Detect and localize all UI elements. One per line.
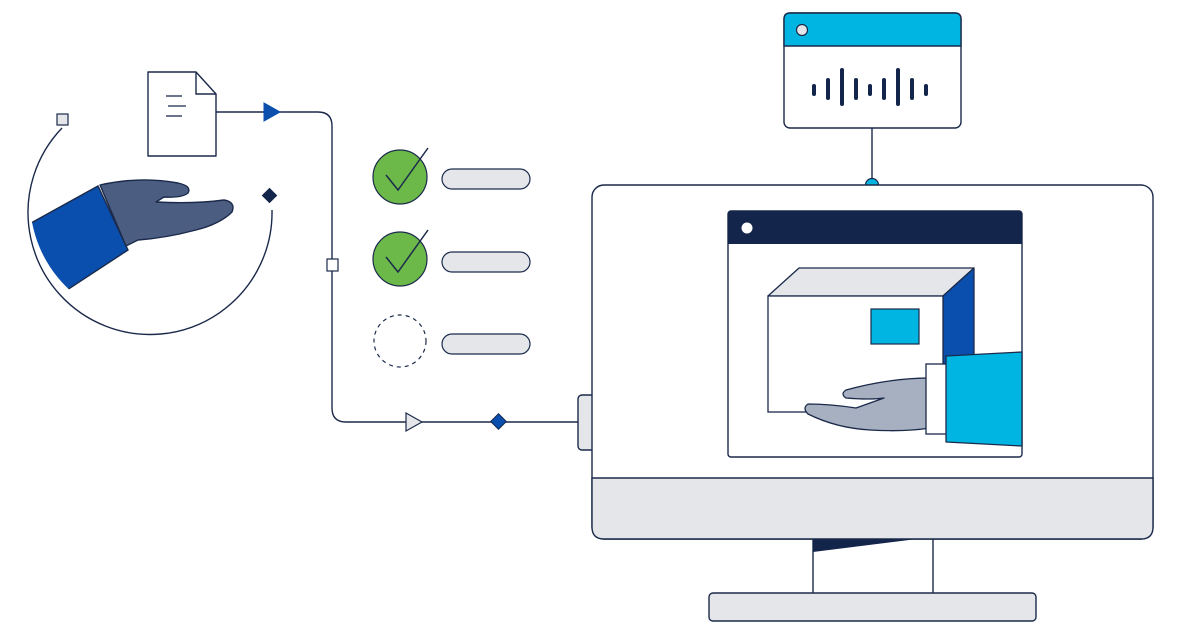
checklist-bar <box>441 168 531 190</box>
window-dot <box>741 222 753 234</box>
checklist-bar <box>441 251 531 273</box>
screen-window <box>727 210 1023 458</box>
window-dot <box>795 23 809 37</box>
checklist-item <box>372 229 531 287</box>
flow-node-diamond <box>490 413 507 430</box>
document-icon <box>147 71 217 157</box>
monitor-icon <box>577 184 1154 622</box>
flow-node-square <box>326 258 339 272</box>
checklist-item <box>373 314 531 368</box>
giving-hand-group <box>27 113 278 336</box>
monitor-chin <box>591 477 1154 540</box>
hand-cuff <box>925 363 949 435</box>
package-label <box>870 308 920 345</box>
cisco-logo-icon <box>812 68 928 106</box>
checklist-bar <box>441 333 531 355</box>
cisco-logo-window <box>783 12 962 193</box>
check-circle-icon <box>372 149 428 205</box>
hand-shape <box>99 179 234 247</box>
arc-end-diamond <box>261 187 278 204</box>
flow-arrow-bottom <box>405 411 424 433</box>
flow-connector <box>216 102 582 433</box>
pending-circle-icon <box>373 314 427 368</box>
flow-arrow-top <box>263 102 282 122</box>
check-circle-icon <box>372 231 428 287</box>
hand-sleeve <box>945 351 1023 447</box>
arc-end-square <box>56 113 69 126</box>
monitor-stand-base <box>708 592 1037 622</box>
circle-arc <box>27 127 273 336</box>
checklist-item <box>372 147 531 205</box>
checklist <box>372 147 531 368</box>
holding-hand <box>804 351 1023 447</box>
